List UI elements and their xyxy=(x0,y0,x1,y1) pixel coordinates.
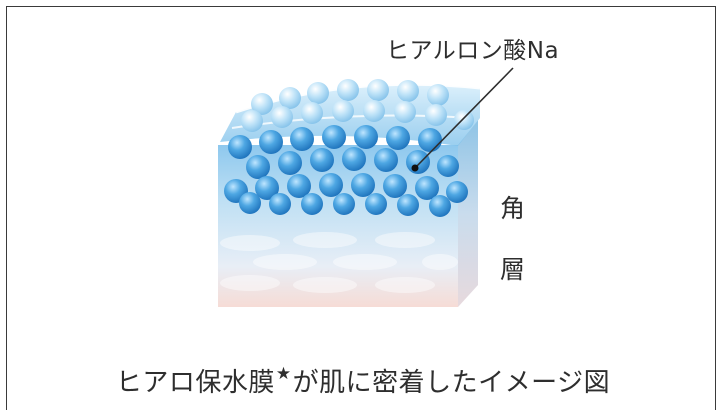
caption: ヒアロ保水膜★が肌に密着したイメージ図 xyxy=(0,362,726,399)
caption-text-before: ヒアロ保水膜 xyxy=(115,368,275,398)
caption-text-after: が肌に密着したイメージ図 xyxy=(292,368,611,398)
side-label-char-2: 層 xyxy=(500,255,526,284)
hyaluronic-spheres-bottom xyxy=(224,125,468,217)
leader-dot xyxy=(411,164,419,172)
leader-line xyxy=(414,67,514,169)
star-mark: ★ xyxy=(275,364,292,384)
hyaluronic-spheres-top xyxy=(241,79,474,132)
annotation-label: ヒアルロン酸Na xyxy=(386,38,560,64)
side-label-char-1: 角 xyxy=(500,194,526,223)
